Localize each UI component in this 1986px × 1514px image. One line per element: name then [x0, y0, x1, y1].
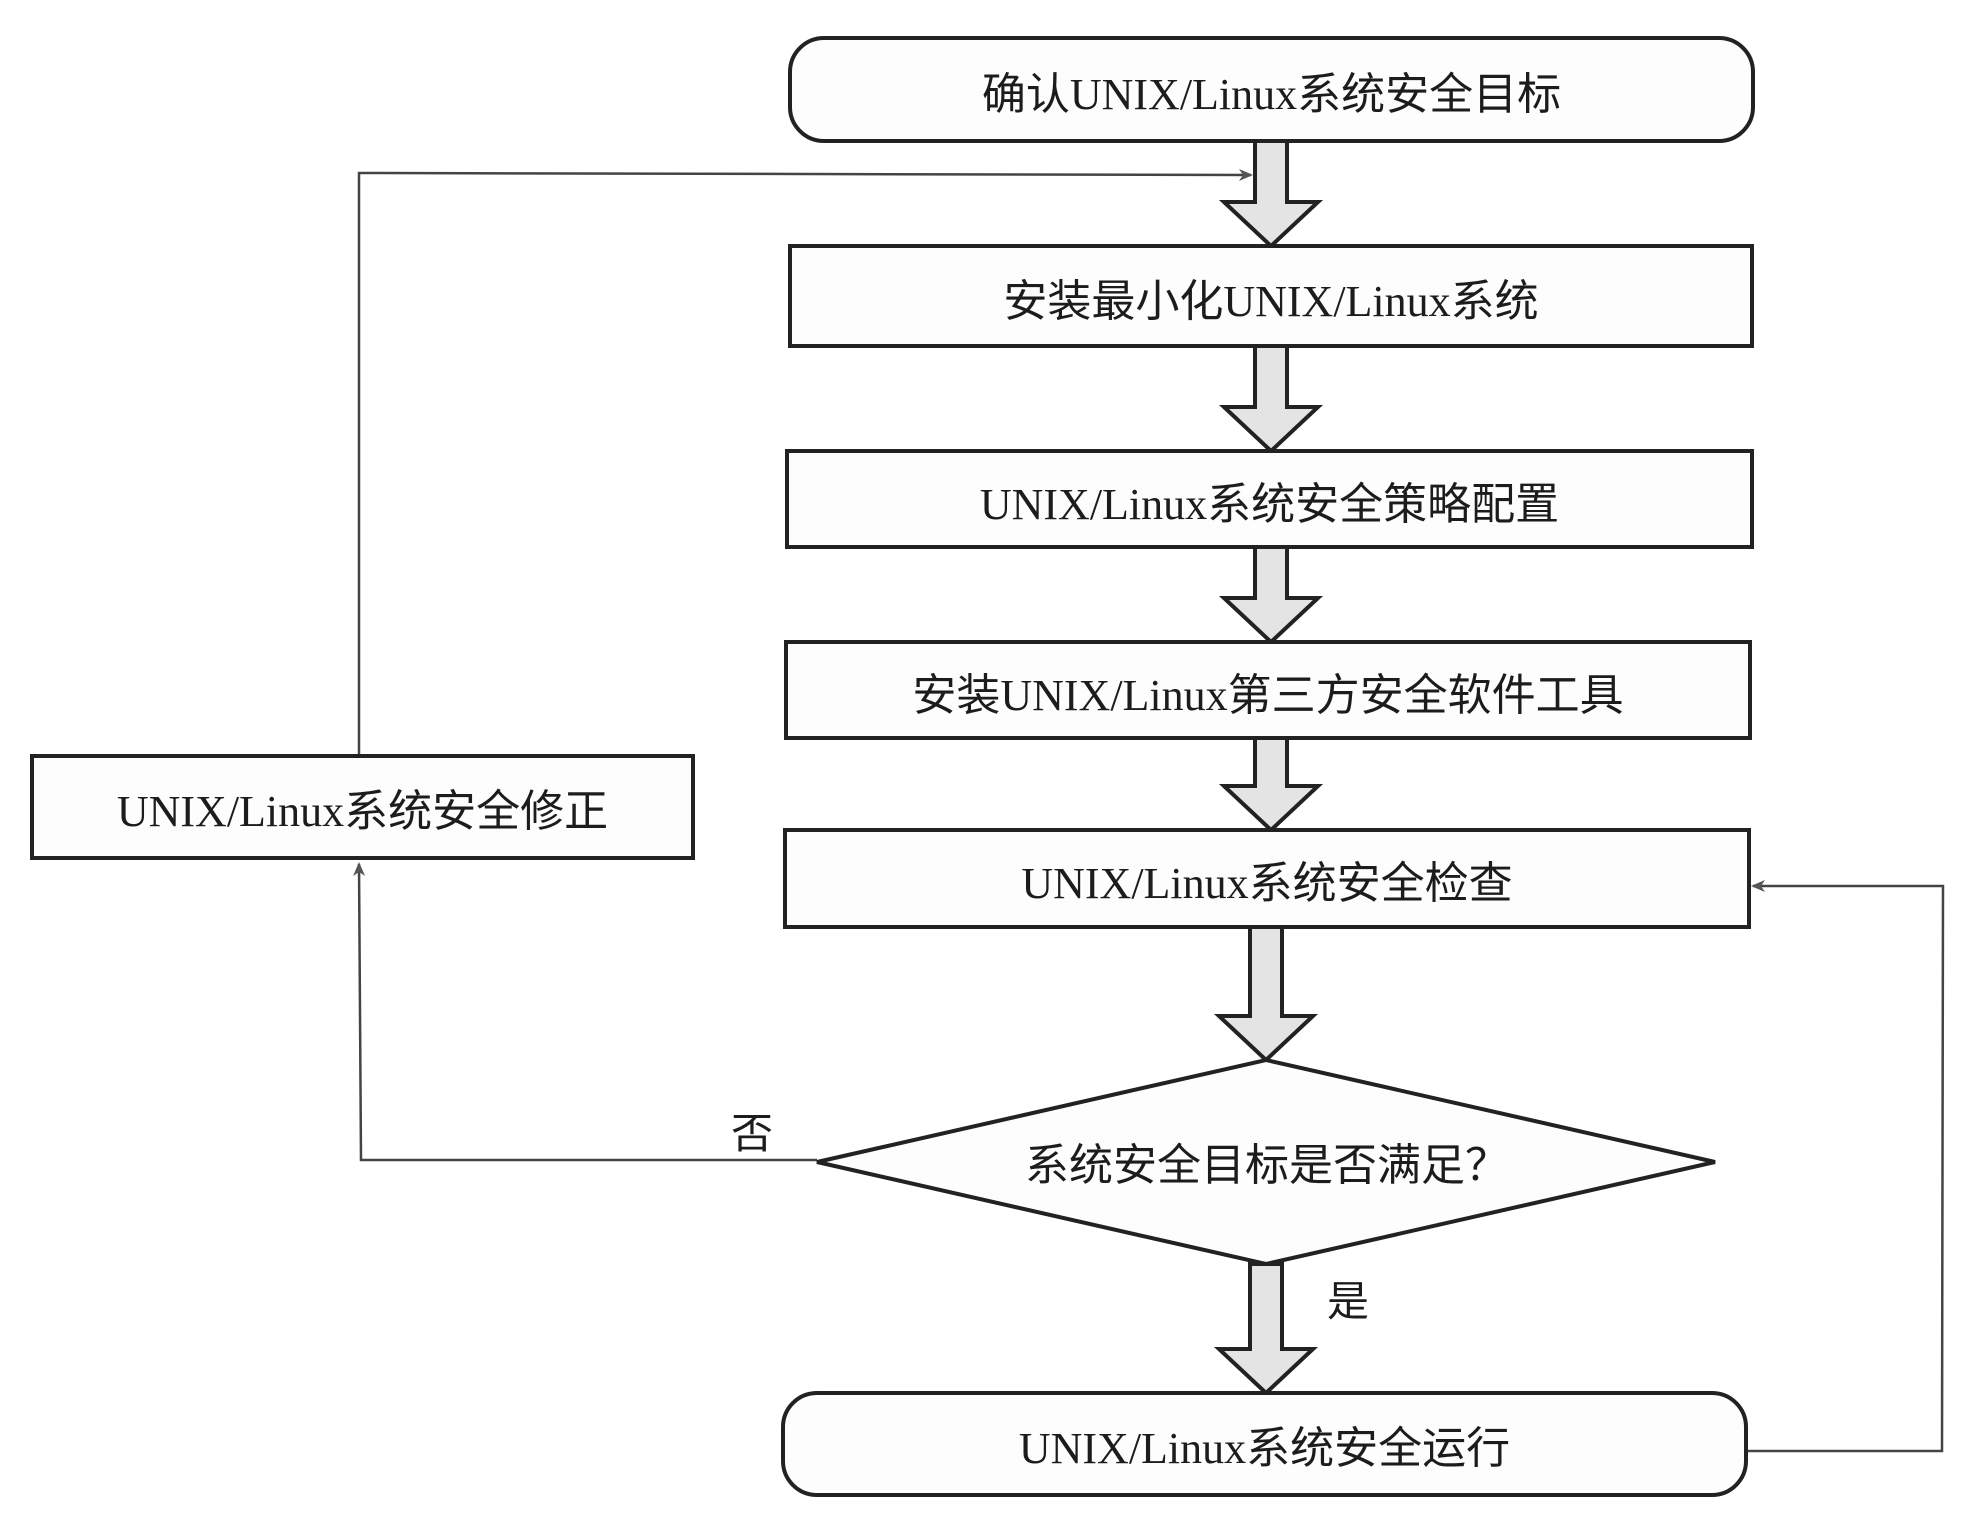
- node-security-policy-config-shape: [785, 449, 1754, 549]
- node-security-check-shape: [783, 828, 1751, 929]
- block-arrow-n2-n3: [1218, 344, 1324, 454]
- decision-diamond-shape: [816, 1057, 1716, 1267]
- edge-label-no: 否: [731, 1112, 774, 1158]
- arrow-no-to-correction: [353, 862, 817, 1162]
- node-confirm-security-goal: 确认UNIX/Linux系统安全目标: [981, 69, 1562, 119]
- node-secure-operation-shape: [781, 1391, 1748, 1497]
- node-secure-operation: UNIX/Linux系统安全运行: [1018, 1424, 1511, 1473]
- decision-goal-satisfied: 系统安全目标是否满足？: [1025, 1141, 1509, 1190]
- arrow-operation-to-check: [1746, 880, 1945, 1453]
- block-arrow-n3-n4: [1218, 545, 1324, 645]
- arrow-correction-to-install: [357, 168, 1253, 756]
- block-arrow-n1-n2: [1218, 139, 1324, 249]
- node-confirm-security-goal-shape: [788, 36, 1755, 143]
- node-install-minimal-system-shape: [788, 244, 1754, 348]
- block-arrow-n6-n7: [1213, 1262, 1319, 1396]
- node-install-minimal-system: 安装最小化UNIX/Linux系统: [1003, 276, 1539, 326]
- node-security-correction-shape: [30, 754, 695, 860]
- edge-label-yes: 是: [1327, 1280, 1370, 1326]
- node-security-check: UNIX/Linux系统安全检查: [1021, 859, 1513, 908]
- node-security-policy-config: UNIX/Linux系统安全策略配置: [979, 479, 1560, 529]
- node-install-third-party-tools: 安装UNIX/Linux第三方安全软件工具: [912, 670, 1624, 720]
- block-arrow-n4-n5: [1218, 736, 1324, 833]
- node-install-third-party-tools-shape: [784, 640, 1752, 740]
- block-arrow-n5-n6: [1213, 925, 1319, 1063]
- node-security-correction: UNIX/Linux系统安全修正: [116, 787, 609, 836]
